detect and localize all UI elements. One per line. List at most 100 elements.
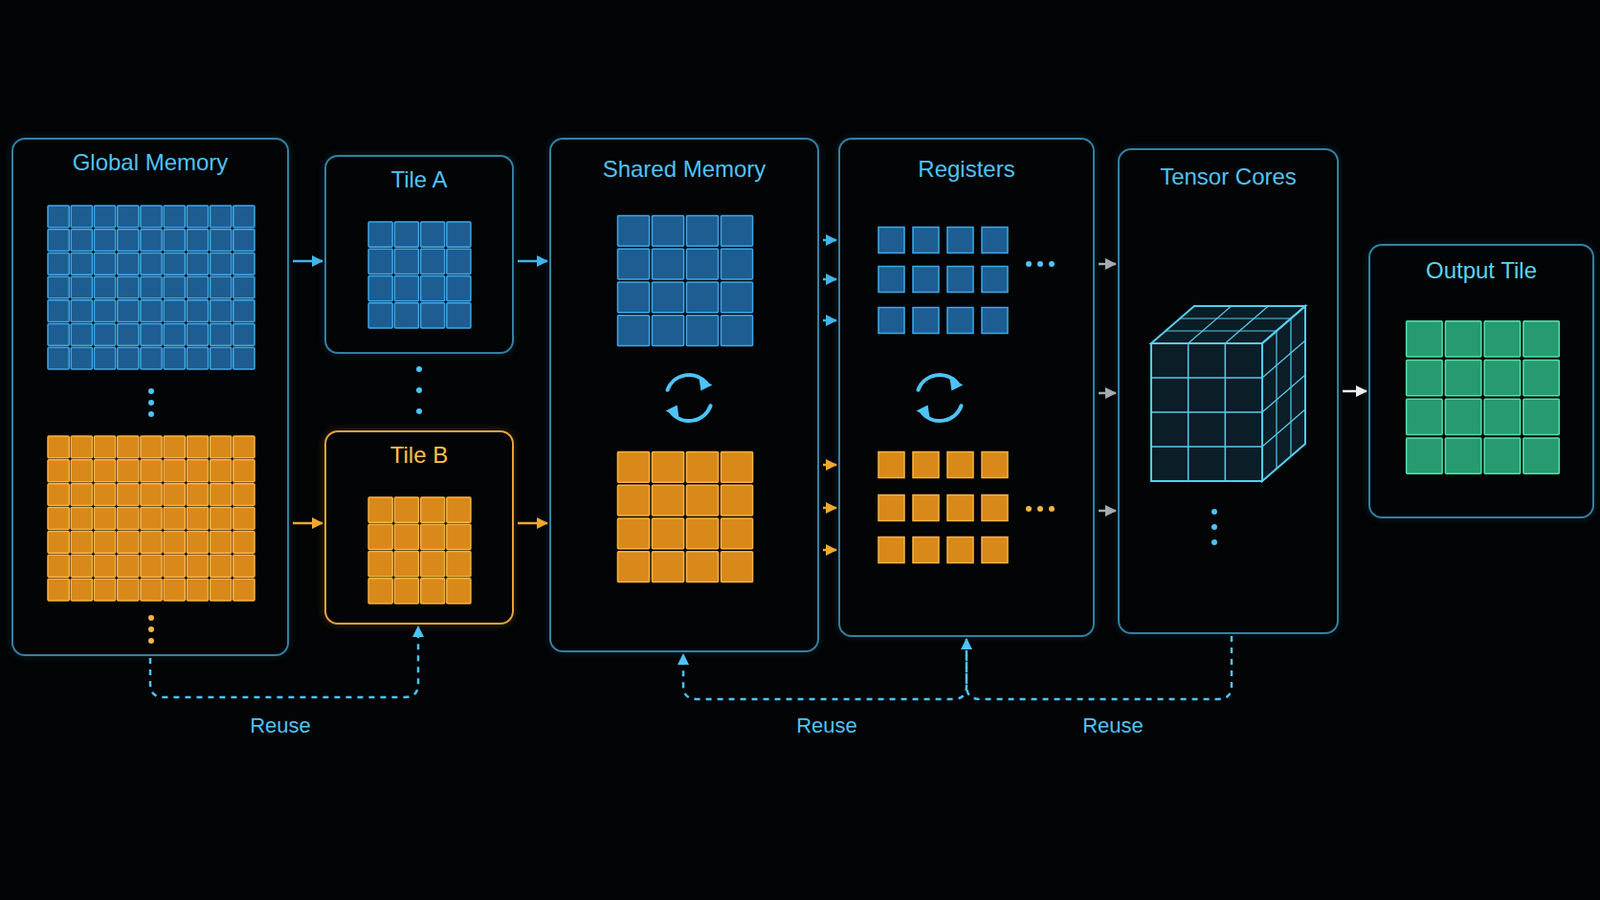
output-cell: [1484, 321, 1520, 357]
matrix-cell: [47, 324, 69, 347]
matrix-cell: [47, 229, 69, 252]
matrix-cell: [117, 252, 139, 275]
matrix-cell: [186, 276, 208, 299]
reuse-loop: [150, 626, 419, 698]
matrix-cell: [163, 578, 185, 601]
matrix-cell: [93, 229, 115, 252]
ellipsis-dot: [148, 615, 155, 622]
matrix-cell: [233, 508, 255, 531]
shared-cell: [651, 451, 684, 483]
matrix-cell: [210, 484, 232, 507]
data-flow-arrow: [822, 549, 837, 553]
matrix-cell: [93, 578, 115, 601]
matrix-cell: [47, 508, 69, 531]
tile-box: Tile B: [324, 430, 514, 625]
matrix-cell: [186, 229, 208, 252]
matrix-cell: [163, 484, 185, 507]
ellipsis-dot: [148, 626, 155, 633]
matrix-cell: [93, 205, 115, 228]
tile-cell: [421, 497, 445, 523]
register-cell: [912, 308, 939, 334]
output-cell: [1523, 321, 1559, 357]
matrix-cell: [70, 229, 92, 252]
reuse-loop: [683, 639, 967, 700]
cube-grid: [1151, 411, 1263, 414]
matrix-cell: [210, 276, 232, 299]
cube-front: [1151, 343, 1263, 482]
matrix-cell: [233, 484, 255, 507]
shared-cell: [720, 215, 753, 246]
tile-cell: [394, 248, 419, 274]
register-cell: [912, 537, 939, 564]
ellipsis-dot: [1037, 261, 1044, 267]
shared-cell: [720, 451, 753, 483]
register-cell: [912, 227, 939, 254]
ellipsis-dot: [148, 638, 155, 645]
matrix-cell: [47, 436, 69, 459]
matrix-cell: [47, 460, 69, 483]
matrix-cell: [93, 300, 115, 323]
register-cell: [878, 227, 905, 254]
data-flow-arrow: [1098, 263, 1116, 267]
tile-cell: [394, 222, 419, 247]
matrix-cell: [163, 252, 185, 275]
shared-cell: [686, 485, 718, 516]
matrix-cell: [140, 578, 162, 601]
tile-cell: [368, 578, 393, 604]
shared-cell: [720, 485, 753, 516]
matrix-cell: [163, 324, 185, 347]
output-cell: [1523, 438, 1559, 474]
register-cell: [981, 495, 1008, 522]
tile-cell: [368, 497, 393, 523]
tile-cell: [421, 222, 445, 247]
matrix-cell: [140, 205, 162, 228]
node-title: Shared Memory: [551, 155, 818, 183]
tile-cell: [421, 276, 445, 302]
matrix-cell: [140, 436, 162, 459]
register-cell: [878, 537, 905, 564]
matrix-cell: [210, 508, 232, 531]
node-title: Tile B: [326, 442, 512, 469]
matrix-cell: [93, 484, 115, 507]
matrix-cell: [93, 508, 115, 531]
register-cell: [878, 308, 905, 334]
shared-cell: [617, 485, 649, 516]
matrix-cell: [93, 324, 115, 347]
data-flow-arrow: [1098, 510, 1116, 513]
register-cell: [981, 227, 1008, 254]
register-cell: [947, 537, 974, 564]
cycle-head: [916, 404, 931, 419]
register-cell: [878, 266, 905, 293]
output-cell: [1406, 399, 1443, 435]
data-flow-arrow: [292, 522, 323, 526]
cycle-head: [666, 404, 680, 419]
tile-cell: [394, 552, 419, 578]
ellipsis-dot: [416, 408, 423, 415]
node-title: Tensor Cores: [1119, 163, 1337, 191]
ellipsis-dot: [416, 366, 423, 373]
node-title: Output Tile: [1370, 257, 1593, 285]
register-cell: [912, 452, 939, 479]
ellipsis-dot: [148, 411, 155, 418]
tile-cell: [394, 497, 419, 523]
matrix-cell: [233, 324, 255, 347]
data-flow-arrow: [822, 278, 837, 282]
matrix-cell: [70, 460, 92, 483]
tile-cell: [421, 248, 445, 274]
matrix-cell: [140, 531, 162, 554]
matrix-cell: [117, 460, 139, 483]
data-flow-arrow: [822, 464, 837, 467]
tile-box: Tile A: [324, 155, 514, 355]
tile-cell: [368, 248, 393, 274]
matrix-cell: [117, 555, 139, 578]
cube-grid: [1165, 330, 1277, 332]
matrix-cell: [210, 578, 232, 601]
data-flow-arrow: [1098, 392, 1116, 396]
reuse-label: Reuse: [790, 712, 864, 740]
node-title: Registers: [840, 155, 1093, 183]
output-box: Output Tile: [1368, 244, 1595, 519]
matrix-cell: [140, 300, 162, 323]
output-cell: [1484, 438, 1520, 474]
cube-side: [1262, 306, 1306, 482]
tile-cell: [368, 552, 393, 578]
